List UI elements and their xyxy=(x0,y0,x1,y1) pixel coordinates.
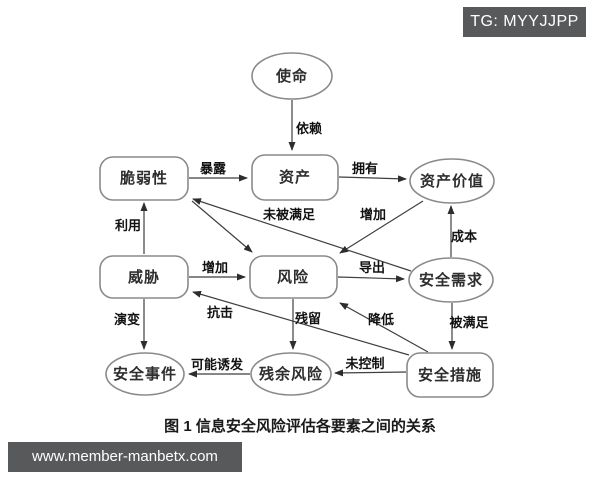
node-threat-label: 威胁 xyxy=(128,268,160,286)
node-security-event-label: 安全事件 xyxy=(113,365,177,383)
website-watermark-bar: www.member-manbetx.com xyxy=(8,442,242,472)
telegram-watermark-badge: TG: MYYJJPP xyxy=(463,7,586,37)
edge-induce-label: 可能诱发 xyxy=(191,357,244,372)
edge-depend-label: 依赖 xyxy=(296,121,322,136)
edge-value-increase-label: 增加 xyxy=(360,207,386,222)
node-mission-label: 使命 xyxy=(275,67,308,85)
edge-derive xyxy=(337,275,405,283)
node-asset-label: 资产 xyxy=(279,168,311,186)
edge-reduce xyxy=(339,302,429,353)
edge-own xyxy=(338,175,407,183)
edge-vuln-to-risk xyxy=(191,200,253,253)
node-security-requirement: 安全需求 xyxy=(408,257,494,303)
node-security-requirement-label: 安全需求 xyxy=(419,271,483,289)
node-asset-value: 资产价值 xyxy=(409,158,495,204)
edge-remain-label: 残留 xyxy=(295,311,321,326)
edge-derive-label: 导出 xyxy=(359,260,385,275)
node-residual-risk: 残余风险 xyxy=(250,352,332,396)
node-security-measure: 安全措施 xyxy=(406,352,494,398)
node-security-event: 安全事件 xyxy=(105,352,185,396)
edge-uncontrolled xyxy=(334,369,407,377)
node-threat: 威胁 xyxy=(99,255,189,299)
edge-value-increase xyxy=(339,200,424,254)
edge-uncontrolled-label: 未控制 xyxy=(344,356,384,371)
node-asset: 资产 xyxy=(251,154,339,201)
node-vulnerability: 脆弱性 xyxy=(99,156,189,201)
node-risk-label: 风险 xyxy=(277,268,309,286)
edge-unmet xyxy=(192,198,412,272)
node-vulnerability-label: 脆弱性 xyxy=(120,169,168,187)
node-risk: 风险 xyxy=(249,255,338,299)
node-residual-risk-label: 残余风险 xyxy=(259,365,323,383)
edge-unmet-label: 未被满足 xyxy=(262,207,316,222)
edge-reduce-label: 降低 xyxy=(368,312,394,327)
edge-own-label: 拥有 xyxy=(352,161,378,176)
edge-evolve-label: 演变 xyxy=(114,312,140,327)
node-mission: 使命 xyxy=(251,52,333,100)
figure-caption: 图 1 信息安全风险评估各要素之间的关系 xyxy=(164,418,436,435)
edge-cost-label: 成本 xyxy=(451,229,477,244)
node-security-measure-label: 安全措施 xyxy=(418,366,482,384)
edge-resist xyxy=(192,290,410,356)
node-asset-value-label: 资产价值 xyxy=(420,172,484,190)
edge-exploit-label: 利用 xyxy=(115,218,141,233)
edge-resist-label: 抗击 xyxy=(207,305,233,320)
edge-satisfied-label: 被满足 xyxy=(448,315,489,330)
edge-threat-increase-label: 增加 xyxy=(202,260,228,275)
edge-expose-label: 暴露 xyxy=(199,161,227,176)
